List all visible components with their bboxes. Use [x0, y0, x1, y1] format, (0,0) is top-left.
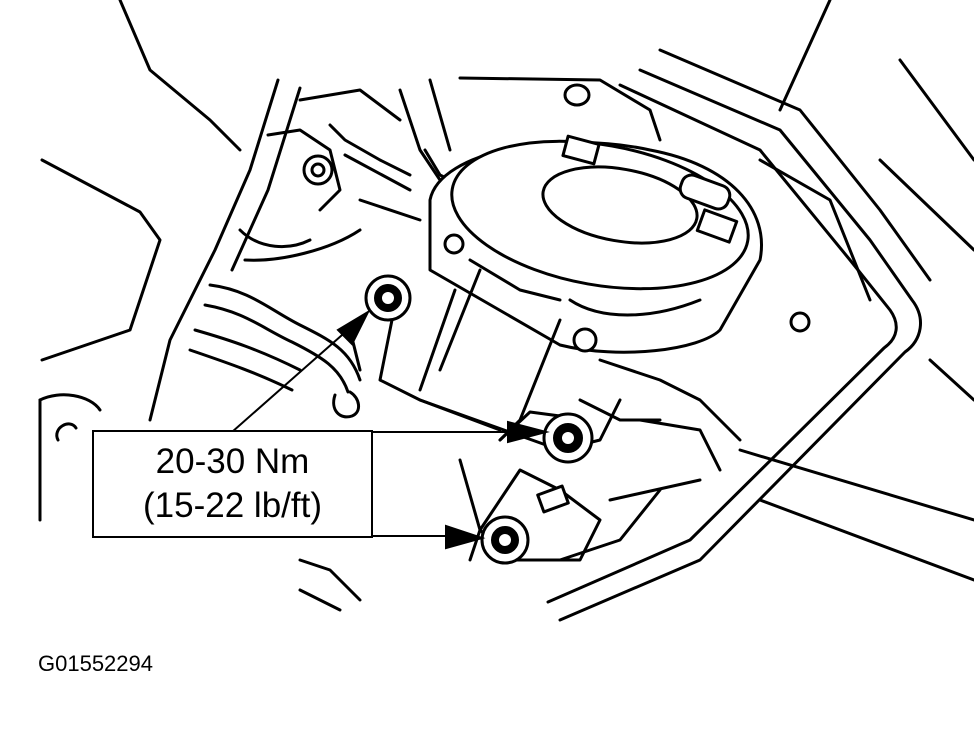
right-frame: [546, 0, 974, 622]
torque-imperial-text: (15-22 lb/ft): [143, 486, 322, 525]
figure-id-label: G01552294: [38, 651, 153, 676]
torque-metric-text: 20-30 Nm: [155, 442, 310, 481]
upper-structure: [266, 76, 662, 222]
main-cylinder: [418, 134, 763, 442]
leader-arrows: [231, 309, 550, 550]
bolt-upper-left: [364, 274, 412, 322]
bolt-right: [542, 412, 594, 464]
bolt-lower: [480, 515, 530, 565]
small-bolt-top: [443, 233, 811, 353]
outer-housing-lines: [38, 0, 362, 612]
torque-callout-box: 20-30 Nm (15-22 lb/ft): [92, 430, 373, 538]
left-pipes: [188, 228, 362, 419]
